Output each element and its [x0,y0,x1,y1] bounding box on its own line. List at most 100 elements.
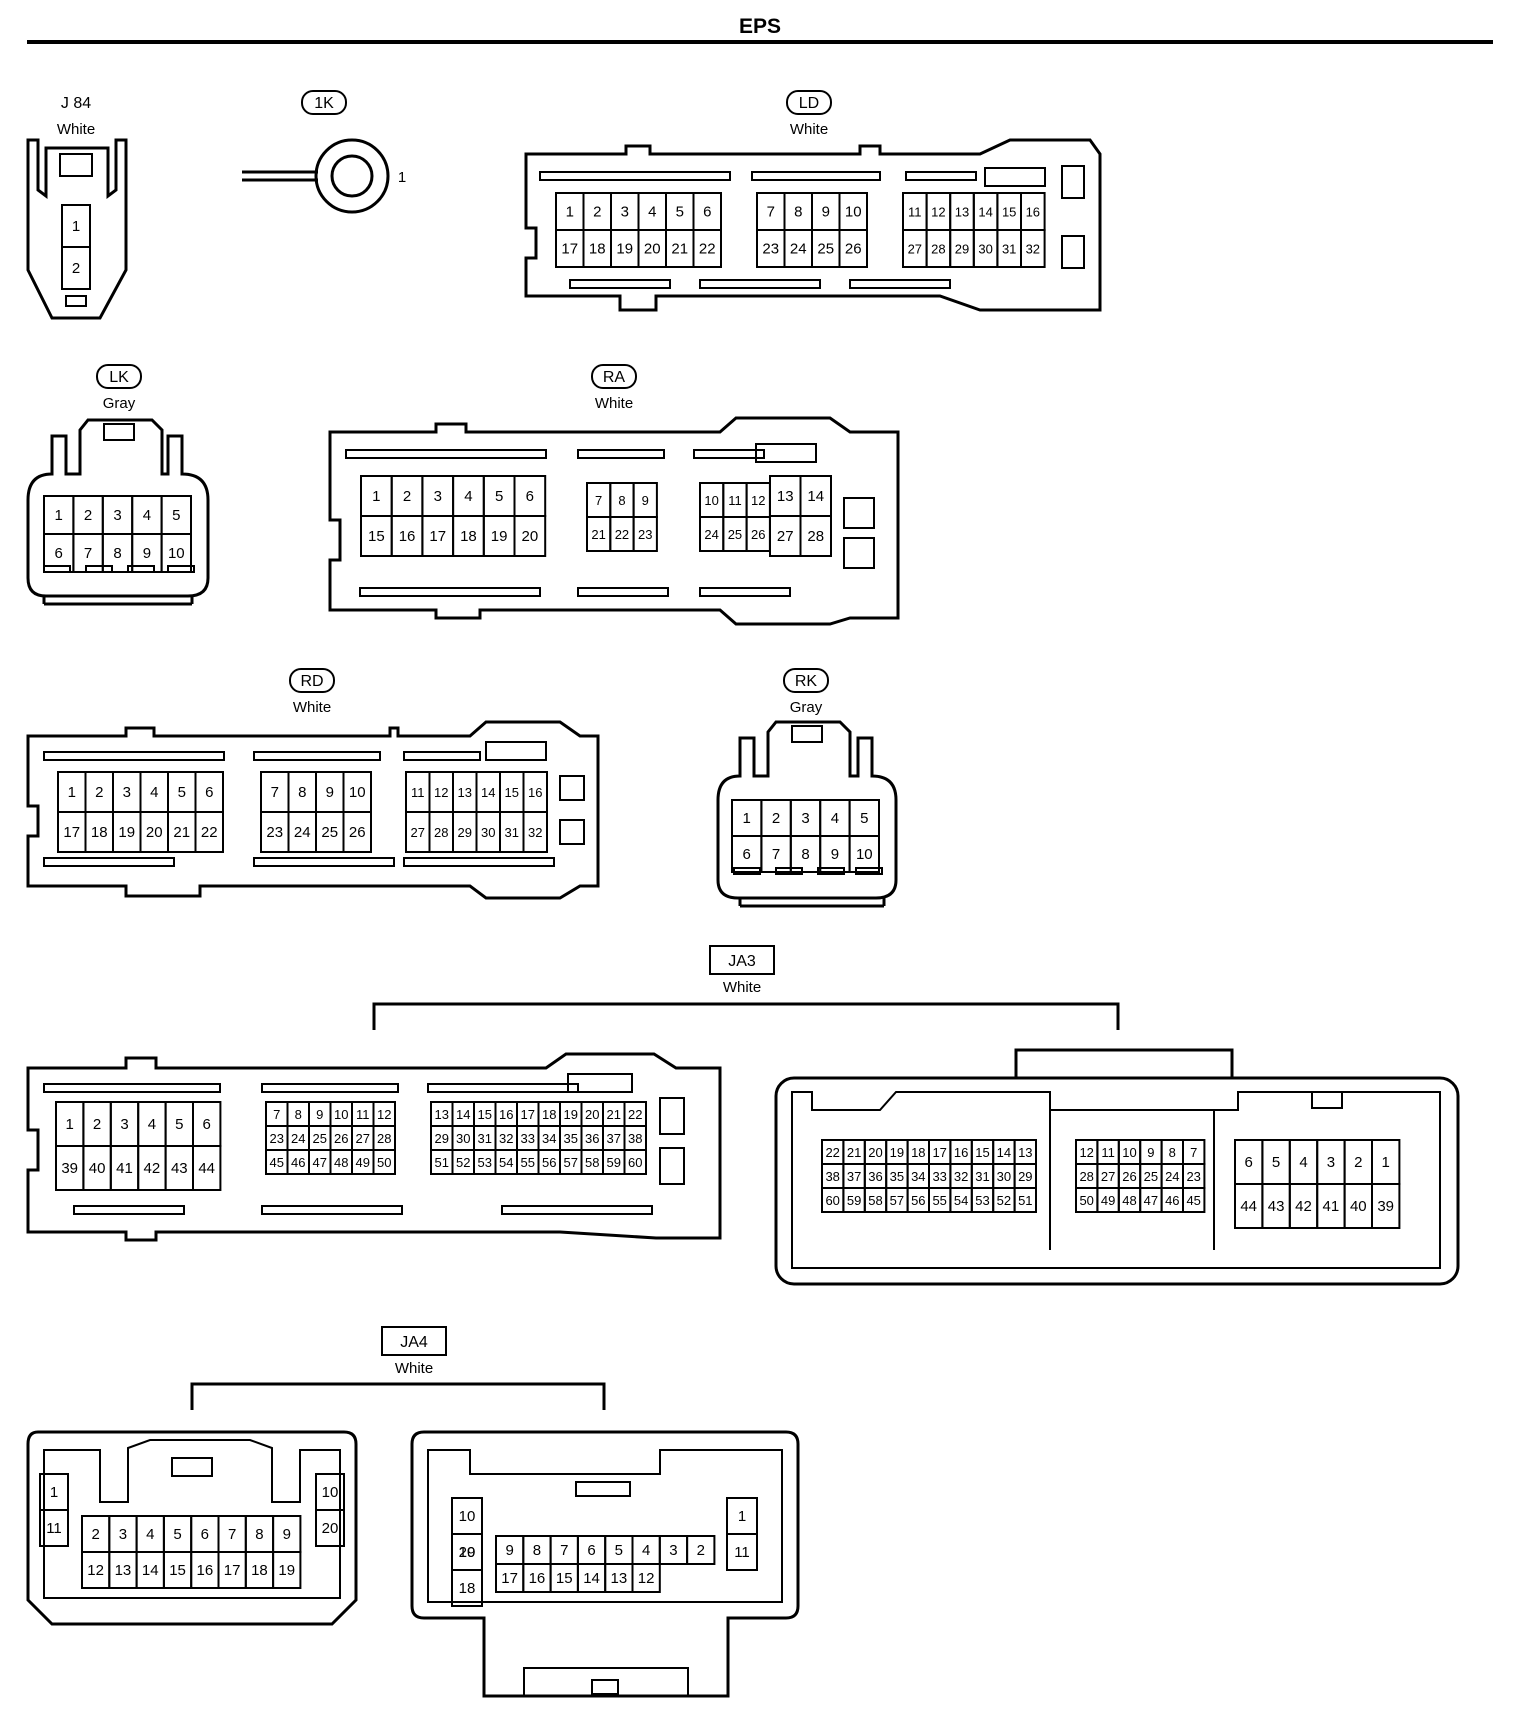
pin-label: 18 [911,1145,925,1160]
pin-label: 30 [456,1131,470,1146]
pin-label: 43 [1268,1198,1285,1215]
pin-cell [194,811,224,853]
pin-label: 41 [116,1160,133,1177]
connector-rib [569,279,671,289]
pin-label: 5 [175,1116,183,1133]
pin-label: 4 [148,1116,156,1133]
pin-label: 51 [1018,1193,1032,1208]
pin-label: 26 [845,241,862,258]
connector-color: White [723,979,761,996]
pin-label: 38 [628,1131,642,1146]
pin-label: 23 [1186,1169,1200,1184]
pin-label: 4 [143,507,151,524]
pin-label: 8 [113,545,121,562]
pin-label: 19 [890,1145,904,1160]
pin-label: 26 [751,527,765,542]
pin-label: 4 [146,1526,154,1543]
pin-label: 18 [459,1580,476,1597]
pin-label: 1 [72,218,80,235]
pin-label: 43 [171,1160,188,1177]
pin-label: 60 [628,1155,642,1170]
pin-label: 18 [91,824,108,841]
pin-label: 46 [1165,1193,1179,1208]
pin-label: 13 [611,1570,628,1587]
pin-label: 10 [459,1508,476,1525]
pin-label: 9 [642,493,649,508]
pin-label: 16 [197,1562,214,1579]
pin-label: 7 [273,1107,280,1122]
pin-label: 55 [932,1193,946,1208]
connector-key [559,775,585,801]
connector-color: White [57,121,95,138]
pin-cell [726,1533,758,1571]
pin-label: 23 [762,241,779,258]
connector-key [1061,165,1085,199]
pin-label: 6 [201,1526,209,1543]
pin-label: 6 [203,1116,211,1133]
pin-cell [686,1535,716,1565]
pin-label: 4 [831,810,839,827]
pin-label: 50 [1079,1193,1093,1208]
pin-label: 11 [356,1107,370,1122]
connector-rib [73,1205,185,1215]
pin-label: 1 [66,1116,74,1133]
connector-color: Gray [103,395,136,412]
pin-label: 1 [743,810,751,827]
pin-label: 2 [72,260,80,277]
pin-label: 14 [997,1145,1011,1160]
pin-label: 24 [291,1131,305,1146]
connector-1k: 1K 1 [242,90,406,214]
connector-rib [905,171,977,181]
connector-housing [26,720,600,900]
pin-label: 17 [63,824,80,841]
pin-label: 16 [499,1107,513,1122]
pin-label: 47 [313,1155,327,1170]
pin-cell [192,1145,222,1191]
pin-label: 9 [831,846,839,863]
pin-label: 7 [560,1542,568,1559]
pin-label: 14 [142,1562,159,1579]
pin-label: 2 [91,1526,99,1543]
pin-label: 2 [84,507,92,524]
pin-label: 14 [807,488,824,505]
pin-label: 26 [1122,1169,1136,1184]
code-oval [289,668,335,693]
pin-label: 27 [908,242,922,257]
pin-label: 13 [1018,1145,1032,1160]
pin-label: 53 [478,1155,492,1170]
pin-label: 7 [271,784,279,801]
pin-label: 30 [978,242,992,257]
ground-eyelet-hole [330,154,374,198]
connector-code: RD [300,673,323,690]
pin-label: 19 [491,528,508,545]
connector-rib [577,587,669,597]
pin-cell [1013,1187,1037,1213]
pin-label: 25 [817,241,834,258]
pin-label: 37 [607,1131,621,1146]
connector-code: RK [795,673,818,690]
pin-label: 33 [521,1131,535,1146]
pin-label: 5 [495,488,503,505]
pin-label: 18 [589,241,606,258]
connector-latch [523,1667,689,1696]
pin-label: 5 [615,1542,623,1559]
pin-label: 27 [411,825,425,840]
pin-cell [623,1149,647,1175]
code-oval [591,364,637,389]
connector-code: LK [109,369,129,386]
code-box [381,1326,447,1356]
pin-cell [632,516,658,552]
pin-cell [838,229,868,268]
connector-code: JA4 [400,1334,428,1351]
pin-cell [1020,229,1046,268]
pin-label: 3 [123,784,131,801]
pair-bracket [372,1002,1120,1030]
pin-label: 5 [860,810,868,827]
pin-label: 20 [868,1145,882,1160]
